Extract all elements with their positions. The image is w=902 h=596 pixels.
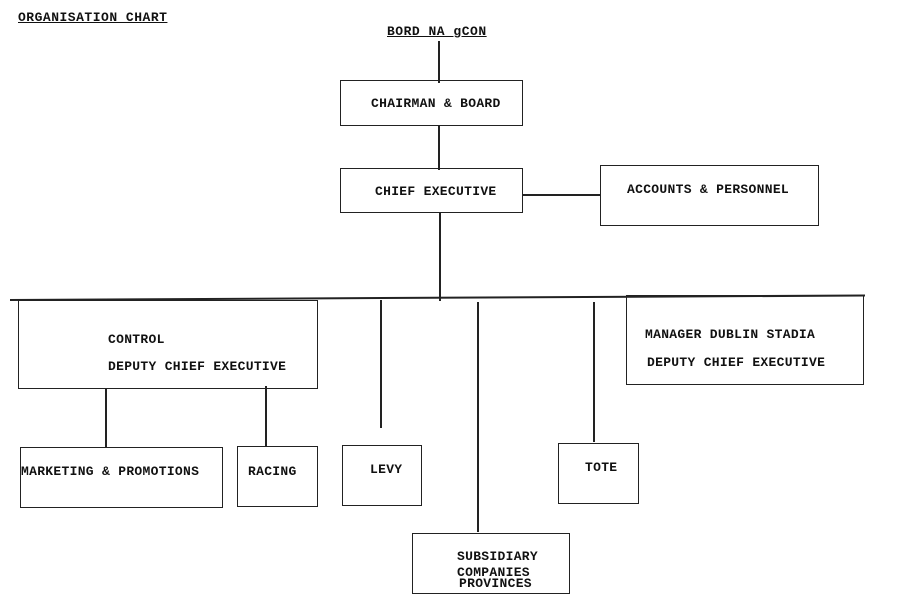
connector-control-marketing	[105, 388, 107, 448]
node-label-line1: MANAGER DUBLIN STADIA	[645, 327, 816, 342]
node-label: ACCOUNTS & PERSONNEL	[627, 182, 790, 197]
node-accounts-personnel: ACCOUNTS & PERSONNEL	[600, 165, 819, 226]
node-label: TOTE	[585, 460, 618, 475]
node-label-line2: COMPANIES	[457, 565, 530, 580]
node-subsidiary: SUBSIDIARY COMPANIES PROVINCES	[412, 533, 570, 594]
connector-bus-subsidiary	[477, 302, 479, 532]
node-levy: LEVY	[342, 445, 422, 506]
node-label: CHIEF EXECUTIVE	[375, 184, 497, 199]
node-tote: TOTE	[558, 443, 639, 504]
node-control-deputy: CONTROL DEPUTY CHIEF EXECUTIVE	[18, 300, 318, 389]
node-label-line2: DEPUTY CHIEF EXECUTIVE	[647, 355, 826, 370]
connector-org-chairman	[438, 41, 440, 83]
node-chief-executive: CHIEF EXECUTIVE	[340, 168, 523, 213]
organisation-name: BORD NA gCON	[387, 24, 487, 39]
connector-bus-tote	[593, 302, 595, 442]
node-label-line1: SUBSIDIARY	[457, 549, 539, 564]
connector-chairman-chief	[438, 126, 440, 170]
node-marketing-promotions: MARKETING & PROMOTIONS	[20, 447, 223, 508]
node-label-line3: PROVINCES	[459, 576, 532, 591]
node-label-line1: CONTROL	[108, 332, 165, 347]
node-chairman-board: CHAIRMAN & BOARD	[340, 80, 523, 126]
node-label: LEVY	[370, 462, 403, 477]
connector-bus-levy	[380, 300, 382, 428]
connector-chief-bus	[439, 213, 441, 301]
node-label: CHAIRMAN & BOARD	[371, 96, 501, 111]
connector-control-racing	[265, 386, 267, 446]
chart-title: ORGANISATION CHART	[18, 10, 168, 25]
node-racing: RACING	[237, 446, 318, 507]
connector-chief-accounts	[522, 194, 601, 196]
node-label: RACING	[248, 464, 297, 479]
node-label-line2: DEPUTY CHIEF EXECUTIVE	[108, 359, 287, 374]
node-manager-dublin-stadia: MANAGER DUBLIN STADIA DEPUTY CHIEF EXECU…	[626, 295, 864, 385]
node-label: MARKETING & PROMOTIONS	[21, 464, 200, 479]
